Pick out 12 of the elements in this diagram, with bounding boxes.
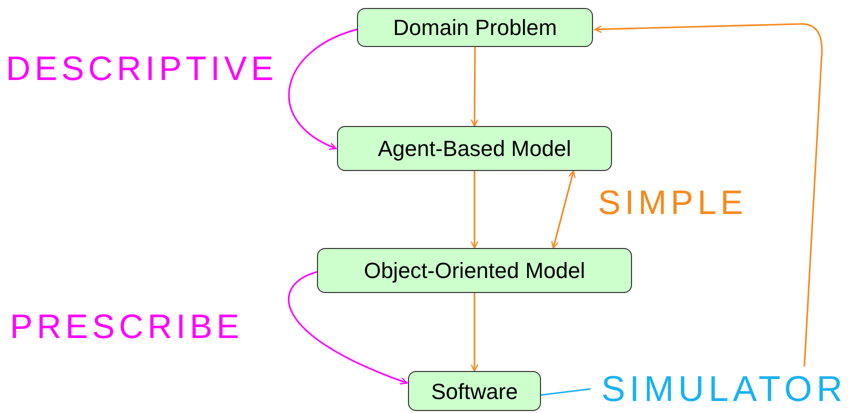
- process-box: Domain Problem: [357, 8, 593, 47]
- arrow: [551, 170, 576, 249]
- process-box: Software: [408, 371, 541, 411]
- arrow: [288, 28, 358, 150]
- process-box: Agent-Based Model: [337, 126, 612, 171]
- process-box: Object-Oriented Model: [317, 248, 632, 293]
- handwritten-note: SIMULATOR: [590, 366, 858, 412]
- arrow: [470, 170, 478, 249]
- arrow: [470, 292, 478, 372]
- arrow: [594, 23, 823, 367]
- arrow: [288, 271, 408, 384]
- arrow: [470, 46, 478, 127]
